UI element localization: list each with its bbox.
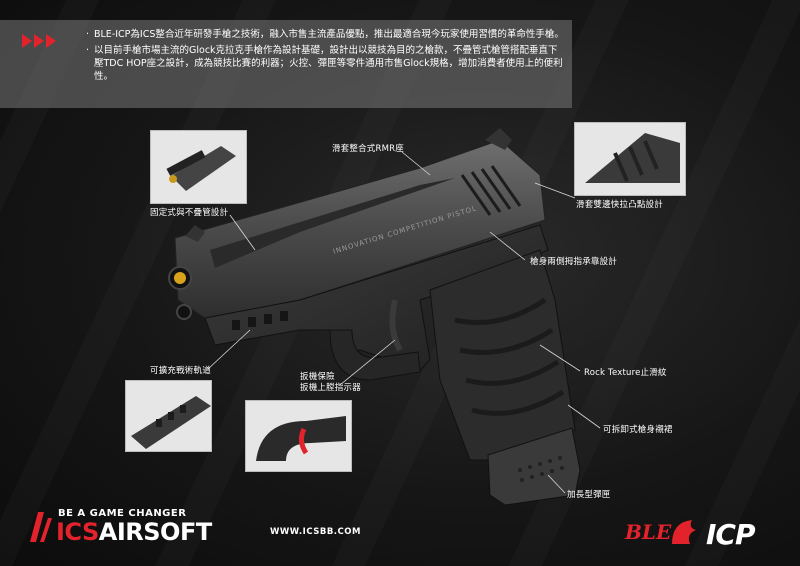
intro-list: BLE-ICP為ICS整合近年研發手槍之技術，融入市售主流產品優點，推出最適合現…: [86, 28, 566, 86]
frame: [204, 224, 549, 371]
rear-serrations: [460, 165, 522, 216]
slide-top-cut: [210, 178, 455, 268]
label-serrations: 滑套雙邊快拉凸點設計: [576, 200, 664, 210]
callout-barrel: [150, 130, 247, 204]
label-trigger-safety: 扳機保險: [300, 372, 335, 382]
rear-sight: [485, 128, 512, 150]
brand-ics: ICS: [56, 518, 99, 546]
dragon-logo-icon: [668, 516, 700, 548]
trigger: [389, 299, 403, 352]
tagline: BE A GAME CHANGER: [58, 508, 187, 519]
leader-lines: [207, 151, 601, 494]
grip-texture: [454, 297, 565, 416]
website-url[interactable]: WWW.ICSBB.COM: [270, 527, 361, 537]
guide-rod: [176, 304, 192, 320]
label-rail: 可擴充戰術軌道: [150, 366, 211, 376]
magazine-extension: [487, 427, 581, 506]
front-sight: [185, 225, 205, 242]
mag-dots: [518, 456, 564, 482]
label-barrel: 固定式與不疊管設計: [150, 208, 229, 218]
callout-serrations: [574, 122, 686, 196]
label-rmr: 滑套整合式RMR座: [332, 144, 404, 154]
chevron-arrows-icon: [22, 34, 56, 48]
intro-bullet: 以目前手槍市場主流的Glock克拉克手槍作為設計基礎，設計出以競技為目的之槍款，…: [86, 44, 566, 83]
trigger-guard: [329, 329, 421, 381]
ics-logo-icon: [30, 512, 52, 542]
label-texture: Rock Texture止滑紋: [584, 368, 667, 378]
label-backstrap: 可拆卸式槍身襯裙: [603, 425, 673, 435]
barrel-tip: [174, 272, 186, 284]
ble-logo: BLE: [625, 520, 672, 544]
intro-panel: BLE-ICP為ICS整合近年研發手槍之技術，融入市售主流產品優點，推出最適合現…: [0, 20, 572, 108]
accessory-rail: [232, 311, 288, 330]
callout-rail: [125, 380, 212, 452]
brand-airsoft: AIRSOFT: [98, 518, 212, 546]
label-thumb-rest: 槍身兩側拇指承靠設計: [530, 257, 618, 267]
intro-bullet: BLE-ICP為ICS整合近年研發手槍之技術，融入市售主流產品優點，推出最適合現…: [86, 28, 566, 41]
label-trigger-indicator: 扳機上膛指示器: [300, 383, 361, 393]
label-magazine: 加長型彈匣: [567, 490, 611, 500]
callout-trigger: [245, 400, 352, 472]
icp-logo: ICP: [706, 518, 755, 551]
